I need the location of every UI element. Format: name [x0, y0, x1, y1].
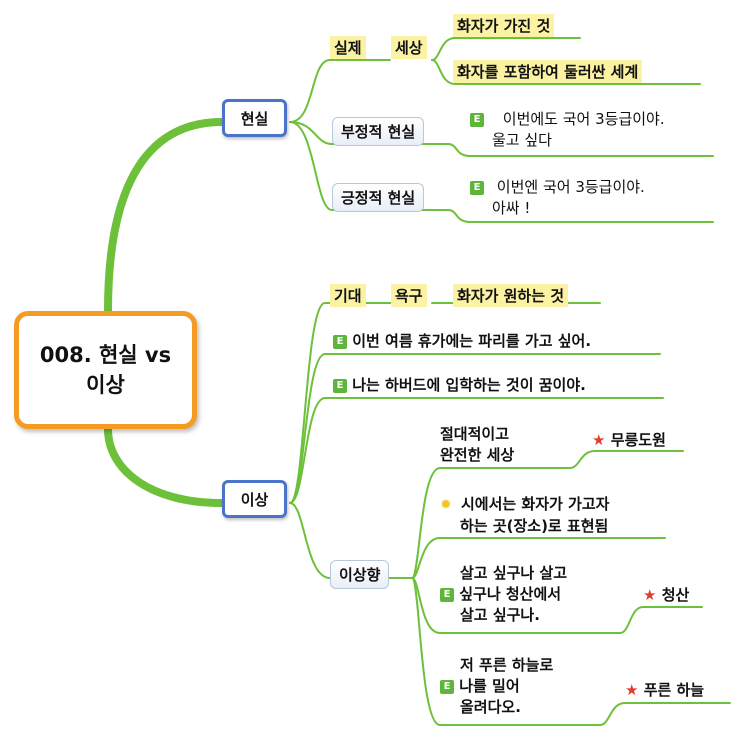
- utopia-note[interactable]: ✹ 시에서는 화자가 가고자 하는 곳(장소)로 표현됨: [440, 494, 609, 537]
- utopia-example-1-line2: 싶구나 청산에서: [459, 585, 562, 603]
- root-title-line2: 이상: [86, 373, 125, 397]
- star-icon: ★: [625, 681, 639, 699]
- utopia-example-2-tag-text: 푸른 하늘: [643, 681, 705, 699]
- negative-example-line2: 울고 싶다: [492, 131, 552, 149]
- root-topic[interactable]: 008. 현실 vs 이상: [14, 311, 197, 429]
- topic-world-item-2[interactable]: 화자를 포함하여 둘러싼 세계: [453, 60, 643, 83]
- ideal-example-2-text: 나는 하버드에 입학하는 것이 꿈이야.: [352, 376, 586, 394]
- desire-definition-label: 화자가 원하는 것: [457, 287, 565, 305]
- topic-world-label: 세상: [395, 39, 423, 57]
- topic-world-item-1[interactable]: 화자가 가진 것: [453, 14, 555, 37]
- expectation-label: 기대: [334, 287, 362, 305]
- topic-actual[interactable]: 실제: [330, 36, 366, 59]
- positive-reality-example[interactable]: E 이번엔 국어 3등급이야. 아싸 !: [470, 177, 645, 219]
- utopia-example-2-tag[interactable]: ★ 푸른 하늘: [625, 680, 704, 701]
- example-icon: E: [440, 587, 454, 602]
- utopia-example-1-tag-text: 청산: [661, 586, 690, 604]
- utopia-example-1-tag[interactable]: ★ 청산: [643, 585, 689, 606]
- example-icon: E: [470, 180, 484, 195]
- utopia-definition-line1: 절대적이고: [440, 425, 510, 443]
- star-icon: ★: [592, 431, 606, 449]
- topic-ideal-label: 이상: [240, 490, 269, 509]
- utopia-label: 이상향: [339, 566, 381, 584]
- utopia-example-1[interactable]: 살고 싶구나 살고 E 싶구나 청산에서 살고 싶구나.: [440, 563, 567, 626]
- utopia-example-1-line3: 살고 싶구나.: [460, 606, 540, 624]
- utopia-example-2-line3: 올려다오.: [460, 698, 521, 716]
- topic-actual-label: 실제: [334, 39, 362, 57]
- ideal-example-1[interactable]: E 이번 여름 휴가에는 파리를 가고 싶어.: [333, 331, 591, 352]
- negative-example-line1: 이번에도 국어 3등급이야.: [502, 110, 665, 128]
- example-icon: E: [440, 679, 454, 694]
- utopia-example-2-line1: 저 푸른 하늘로: [460, 656, 554, 674]
- lightbulb-icon: ✹: [440, 497, 452, 513]
- utopia-definition-tag[interactable]: ★ 무릉도원: [592, 430, 666, 451]
- topic-world[interactable]: 세상: [391, 36, 427, 59]
- star-icon: ★: [643, 586, 657, 604]
- desire-label: 욕구: [395, 287, 423, 305]
- world-item-1-label: 화자가 가진 것: [457, 17, 551, 35]
- example-icon: E: [470, 112, 484, 127]
- utopia-example-2[interactable]: 저 푸른 하늘로 E 나를 밀어 올려다오.: [440, 655, 553, 718]
- utopia-note-line1: 시에서는 화자가 가고자: [460, 495, 610, 513]
- topic-reality[interactable]: 현실: [222, 99, 287, 137]
- topic-positive-reality[interactable]: 긍정적 현실: [332, 183, 425, 212]
- world-item-2-label: 화자를 포함하여 둘러싼 세계: [457, 63, 639, 81]
- topic-utopia[interactable]: 이상향: [330, 560, 390, 589]
- utopia-example-1-line1: 살고 싶구나 살고: [460, 564, 568, 582]
- root-title-line1: 008. 현실 vs: [39, 343, 172, 367]
- topic-negative-reality[interactable]: 부정적 현실: [332, 117, 425, 146]
- positive-example-line2: 아싸 !: [492, 199, 531, 217]
- utopia-note-line2: 하는 곳(장소)로 표현됨: [460, 517, 609, 535]
- topic-desire-definition[interactable]: 화자가 원하는 것: [453, 284, 569, 307]
- topic-ideal[interactable]: 이상: [222, 480, 287, 518]
- utopia-definition-line2: 완전한 세상: [440, 446, 515, 464]
- positive-example-line1: 이번엔 국어 3등급이야.: [496, 178, 645, 196]
- utopia-definition[interactable]: 절대적이고 완전한 세상: [440, 424, 514, 466]
- topic-expectation[interactable]: 기대: [330, 284, 366, 307]
- positive-reality-label: 긍정적 현실: [341, 189, 416, 207]
- negative-reality-label: 부정적 현실: [341, 123, 416, 141]
- example-icon: E: [333, 378, 347, 393]
- utopia-example-2-line2: 나를 밀어: [459, 677, 520, 695]
- ideal-example-1-text: 이번 여름 휴가에는 파리를 가고 싶어.: [352, 332, 592, 350]
- example-icon: E: [333, 334, 347, 349]
- topic-desire[interactable]: 욕구: [391, 284, 427, 307]
- topic-reality-label: 현실: [240, 109, 269, 128]
- negative-reality-example[interactable]: E 이번에도 국어 3등급이야. 울고 싶다: [470, 109, 665, 151]
- utopia-definition-tag-text: 무릉도원: [610, 431, 666, 449]
- ideal-example-2[interactable]: E 나는 하버드에 입학하는 것이 꿈이야.: [333, 375, 586, 396]
